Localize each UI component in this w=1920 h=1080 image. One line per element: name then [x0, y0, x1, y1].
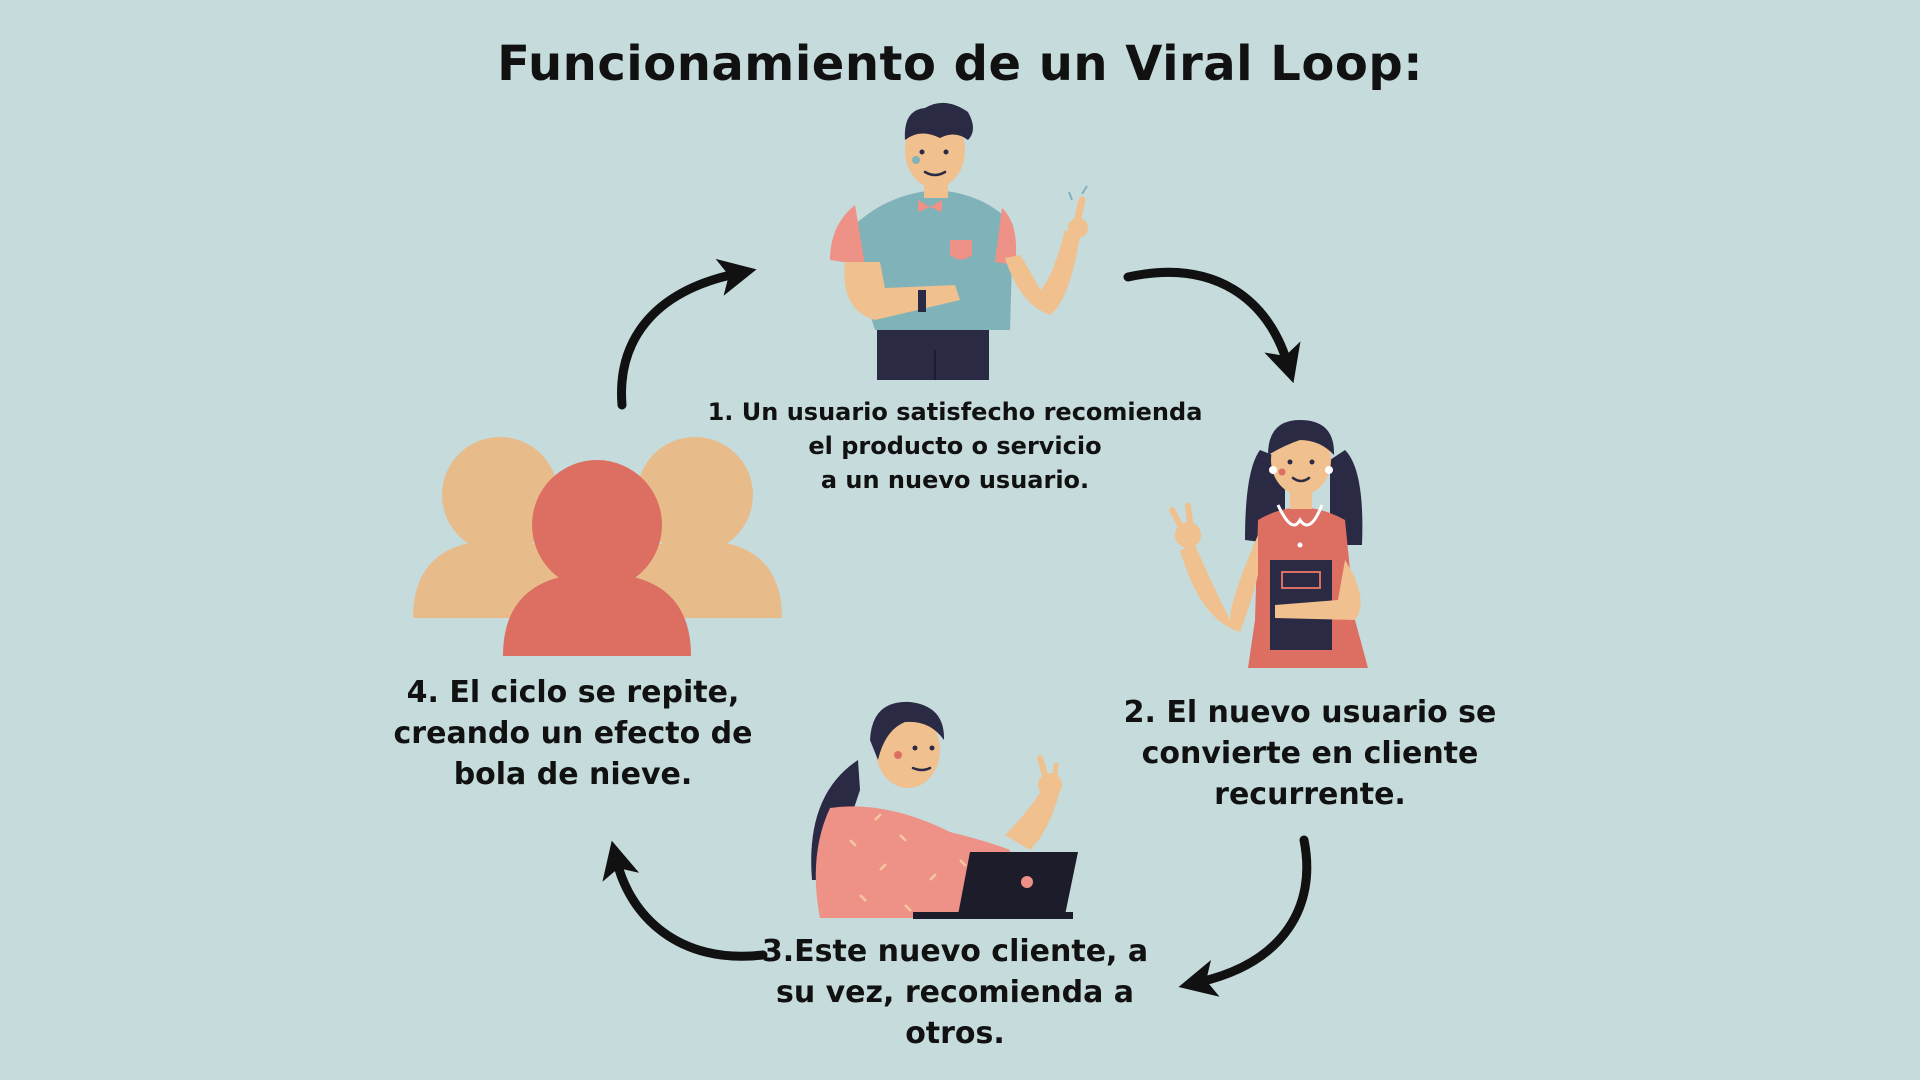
page-title: Funcionamiento de un Viral Loop:	[497, 36, 1423, 92]
woman-with-laptop-illustration	[811, 701, 1078, 919]
step-1-caption: 1. Un usuario satisfecho recomienda el p…	[707, 398, 1203, 494]
step-2-caption: 2. El nuevo usuario se convierte en clie…	[1123, 695, 1497, 812]
arrow-1-to-2	[1123, 268, 1301, 384]
group-of-people-icon	[413, 437, 782, 656]
arrow-3-to-4	[602, 840, 768, 961]
man-pointing-illustration	[830, 102, 1088, 380]
arrow-2-to-3	[1178, 835, 1312, 997]
woman-with-book-illustration	[1169, 420, 1368, 668]
step-4-caption: 4. El ciclo se repite, creando un efecto…	[393, 675, 753, 792]
step-3-caption: 3.Este nuevo cliente, a su vez, recomien…	[761, 934, 1149, 1051]
arrow-4-to-1	[617, 258, 757, 410]
